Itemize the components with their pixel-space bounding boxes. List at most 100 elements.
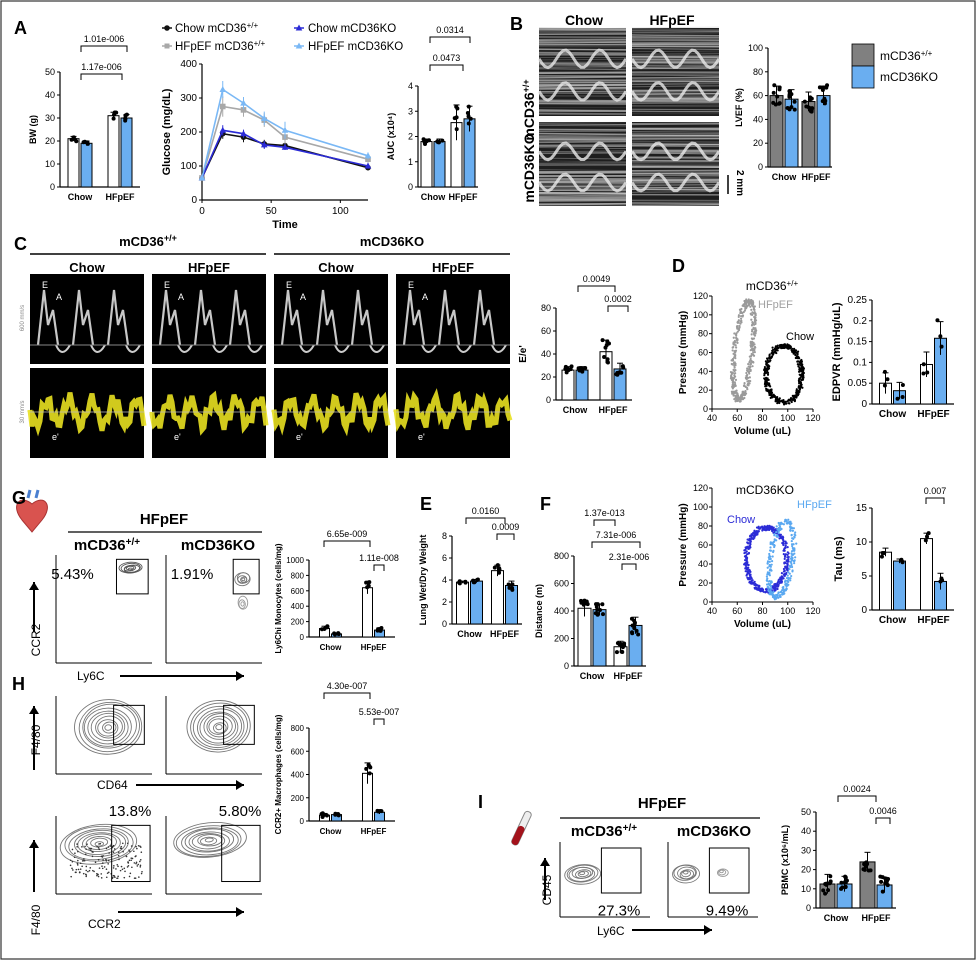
data-point <box>124 112 129 117</box>
contour-line <box>186 700 251 753</box>
echo-band <box>631 133 720 136</box>
pv-point <box>748 535 752 538</box>
data-point <box>495 563 500 568</box>
pv-point <box>742 304 746 308</box>
data-point <box>421 137 426 142</box>
bar <box>80 142 93 188</box>
mitral-wave <box>472 289 496 346</box>
echo-band <box>631 102 720 104</box>
pv-point <box>798 390 801 393</box>
x-tick-label: HFpEF <box>917 615 949 626</box>
y-tick-label: 40 <box>45 90 55 100</box>
pv-point <box>776 587 779 591</box>
data-point <box>825 83 830 88</box>
series-line <box>201 129 369 179</box>
significance-bracket <box>837 795 877 802</box>
echo-band <box>631 81 720 83</box>
pv-point <box>795 396 798 399</box>
pv-point <box>794 556 797 559</box>
echo-band <box>538 86 627 88</box>
echo-band <box>538 52 627 55</box>
data-point <box>839 886 844 891</box>
echo-band <box>538 151 627 154</box>
y-tick-label: 400 <box>291 771 305 780</box>
y-tick-label: 20 <box>698 385 708 395</box>
echo-wall <box>630 81 721 102</box>
outflow-wave <box>125 344 141 353</box>
echo-band <box>631 91 720 93</box>
significance-bracket <box>607 305 629 312</box>
pv-point <box>790 534 793 537</box>
echo-band <box>538 171 627 174</box>
arrow-head <box>704 925 712 935</box>
echo-band <box>538 44 627 46</box>
flow-event <box>101 867 104 870</box>
pv-point <box>766 361 770 364</box>
pv-point <box>785 585 788 588</box>
pv-point <box>787 558 790 562</box>
pv-point <box>751 344 755 347</box>
pv-point <box>749 305 752 308</box>
y-tick-label: 0 <box>564 661 569 671</box>
bar <box>592 609 607 667</box>
pv-point <box>787 552 790 555</box>
flow-gate <box>221 824 261 883</box>
pv-point <box>732 383 735 386</box>
y-tick-label: 120 <box>693 291 708 301</box>
contour-line <box>90 712 126 742</box>
y-tick-label: 400 <box>554 606 569 616</box>
flow-event <box>126 866 129 868</box>
data-point <box>886 876 891 881</box>
data-point <box>926 531 931 536</box>
pv-point <box>789 529 792 532</box>
data-point <box>379 809 384 814</box>
pv-point <box>795 351 798 354</box>
y-tick-label: 1 <box>408 157 413 167</box>
pv-point <box>769 392 772 395</box>
pv-point <box>754 328 757 332</box>
significance-bracket <box>875 817 891 824</box>
flow-event <box>121 868 124 871</box>
echo-band <box>538 192 627 194</box>
pv-point <box>744 307 747 310</box>
pv-point <box>753 311 756 314</box>
pv-point <box>751 337 754 340</box>
echo-band <box>631 78 720 81</box>
pv-point <box>734 394 737 397</box>
pv-point <box>774 346 777 349</box>
data-point <box>878 874 883 879</box>
pv-point <box>751 534 754 537</box>
flow-event <box>117 865 119 868</box>
p-value: 0.0160 <box>472 506 500 516</box>
flow-event <box>128 849 130 851</box>
pv-point <box>782 573 785 576</box>
pv-point <box>800 366 804 369</box>
pv-point <box>753 583 756 587</box>
pv-point <box>771 529 774 533</box>
pv-point <box>765 579 769 582</box>
flow-event <box>70 875 72 878</box>
i-col-ko: mCD36KO <box>677 823 752 840</box>
echo-band <box>538 141 627 144</box>
flow-event <box>82 872 85 875</box>
mitral-wave <box>437 289 461 346</box>
echo-band <box>631 110 720 113</box>
flow-event <box>129 872 132 875</box>
pv-point <box>774 399 777 403</box>
mitral-wave <box>36 289 60 346</box>
contour-line <box>173 821 247 858</box>
pv-point <box>783 343 786 346</box>
echo-band <box>631 142 720 146</box>
data-point <box>882 369 887 374</box>
contour-line <box>191 833 226 850</box>
flow-event <box>76 864 79 866</box>
y-tick-label: 800 <box>291 724 305 733</box>
pv-point <box>769 589 772 593</box>
data-point <box>71 135 76 140</box>
panel-label-f: F <box>540 494 551 514</box>
pv-point <box>777 521 780 525</box>
flow-event <box>96 845 98 848</box>
p-value: 0.0314 <box>436 25 464 35</box>
data-point <box>198 174 206 181</box>
tissue-e-label: e' <box>174 432 181 442</box>
